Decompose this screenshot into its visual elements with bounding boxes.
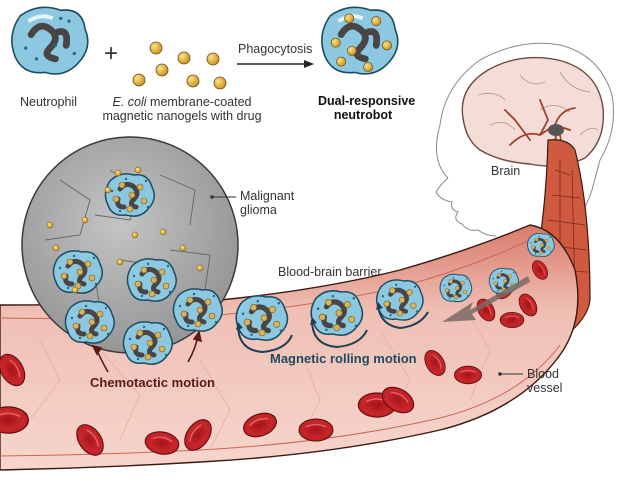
rbc-11 bbox=[453, 365, 483, 385]
neutrobot-label: Dual-responsive neutrobot bbox=[318, 94, 415, 122]
glioma-label: Malignant glioma bbox=[240, 189, 294, 217]
chemotactic-label: Chemotactic motion bbox=[90, 375, 215, 390]
neutrophil-icon bbox=[11, 6, 89, 75]
nanogel-label: E. coli membrane-coated magnetic nanogel… bbox=[102, 95, 262, 123]
glioma-label-line1: Malignant bbox=[240, 189, 295, 203]
nanogel-label-line1: membrane-coated bbox=[146, 95, 252, 109]
neutrobot-label-line1: Dual-responsive bbox=[318, 94, 416, 108]
neutrophil-label: Neutrophil bbox=[20, 95, 77, 109]
phagocytosis-arrow bbox=[237, 60, 314, 68]
rbc-13 bbox=[499, 311, 525, 329]
neutrobot-label-line2: neutrobot bbox=[333, 108, 393, 122]
vessel-label: Blood vessel bbox=[527, 367, 562, 395]
nanogel-label-line2: magnetic nanogels with drug bbox=[102, 109, 262, 123]
magnetic-rolling-label: Magnetic rolling motion bbox=[270, 351, 417, 366]
rolling-neutrobots bbox=[236, 231, 556, 354]
vessel-label-line2: vessel bbox=[527, 381, 563, 395]
flow-arrow bbox=[442, 276, 530, 322]
head-outline bbox=[435, 42, 614, 251]
bbb-label: Blood-brain barrier bbox=[278, 265, 382, 279]
glioma-label-line2: glioma bbox=[240, 203, 277, 217]
rbc-7 bbox=[298, 418, 334, 442]
neutrobot-icon bbox=[321, 6, 399, 75]
chemotactic-arrows bbox=[91, 330, 203, 373]
brain-label: Brain bbox=[491, 164, 521, 178]
nanogel-label-italic: E. coli bbox=[112, 95, 147, 109]
plus-symbol: + bbox=[104, 40, 119, 67]
vessel-label-line1: Blood bbox=[527, 367, 559, 381]
nanogels-icon bbox=[132, 41, 227, 90]
malignant-glioma bbox=[21, 136, 239, 364]
phagocytosis-label: Phagocytosis bbox=[238, 42, 313, 56]
